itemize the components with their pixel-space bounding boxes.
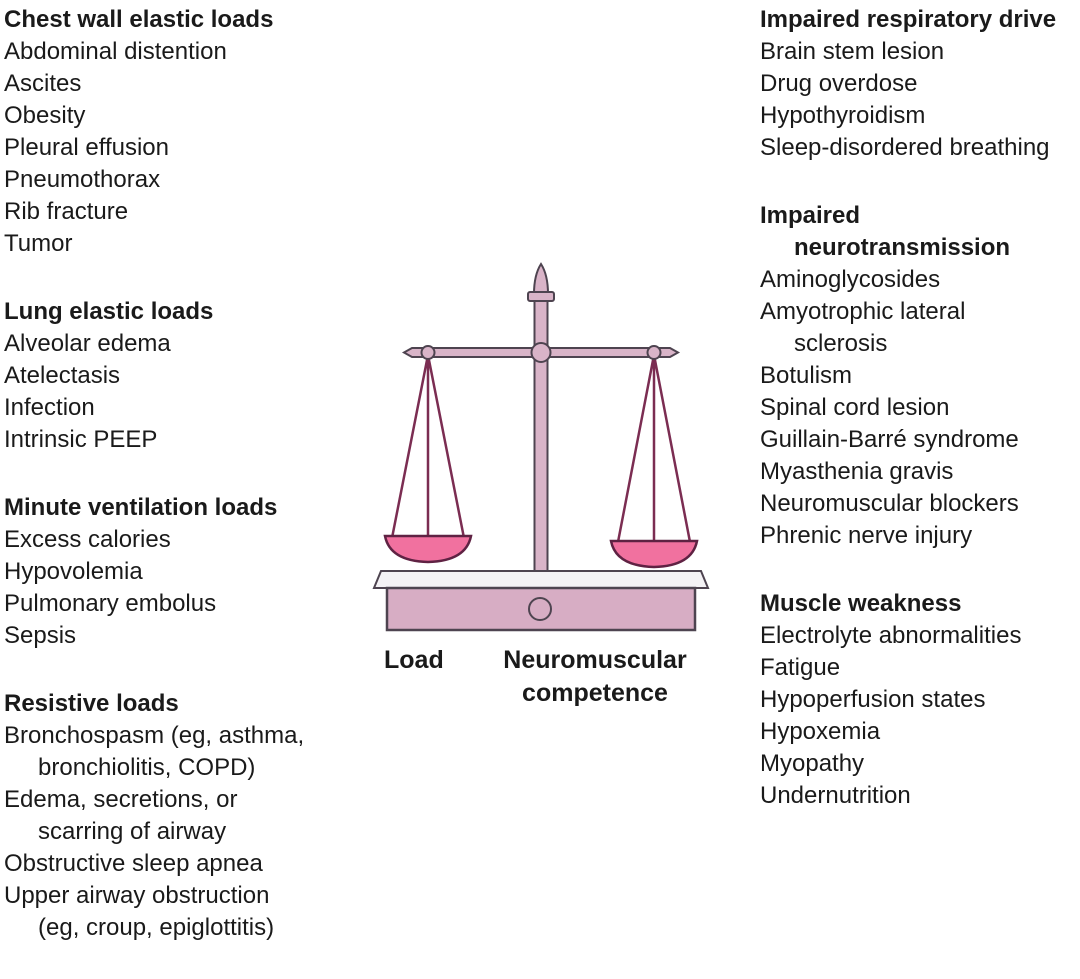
center-boss bbox=[530, 342, 552, 363]
list-item: Edema, secretions, or scarring of airway bbox=[4, 786, 238, 845]
section-heading: Muscle weakness bbox=[760, 590, 962, 617]
list-item: Hypoxemia bbox=[760, 718, 881, 745]
list-item: Hypothyroidism bbox=[760, 102, 926, 129]
list-item: Myopathy bbox=[760, 750, 865, 777]
section-heading: Minute ventilation loads bbox=[4, 494, 278, 521]
scale-collar bbox=[527, 291, 555, 302]
list-item: Rib fracture bbox=[4, 198, 129, 225]
list-item: Tumor bbox=[4, 230, 73, 257]
list-item: Spinal cord lesion bbox=[760, 394, 950, 421]
list-item: Pneumothorax bbox=[4, 166, 161, 193]
list-item: Alveolar edema bbox=[4, 330, 171, 357]
list-item: Brain stem lesion bbox=[760, 38, 945, 65]
list-item: Guillain-Barré syndrome bbox=[760, 426, 1019, 453]
list-item: Sepsis bbox=[4, 622, 77, 649]
list-item: Fatigue bbox=[760, 654, 841, 681]
right-pivot bbox=[646, 345, 662, 360]
left-pivot bbox=[420, 345, 436, 360]
list-item: Obstructive sleep apnea bbox=[4, 850, 263, 877]
neuromuscular-competence-label: Neuromuscular competence bbox=[503, 646, 687, 707]
list-item: Atelectasis bbox=[4, 362, 121, 389]
list-item: Hypoperfusion states bbox=[760, 686, 986, 713]
list-item: Ascites bbox=[4, 70, 82, 97]
list-item: Myasthenia gravis bbox=[760, 458, 954, 485]
scale-finial bbox=[532, 262, 550, 295]
list-item: Neuromuscular blockers bbox=[760, 490, 1019, 517]
list-item: Bronchospasm (eg, asthma, bronchiolitis,… bbox=[4, 722, 305, 781]
list-item: Excess calories bbox=[4, 526, 171, 553]
list-item: Hypovolemia bbox=[4, 558, 143, 585]
list-item: Pulmonary embolus bbox=[4, 590, 217, 617]
list-item: Upper airway obstruction (eg, croup, epi… bbox=[4, 882, 275, 941]
list-item: Undernutrition bbox=[760, 782, 911, 809]
list-item: Drug overdose bbox=[760, 70, 918, 97]
list-item: Obesity bbox=[4, 102, 86, 129]
list-item: Amyotrophic lateral sclerosis bbox=[760, 298, 966, 357]
pedestal-circle bbox=[528, 597, 552, 621]
load-label: Load bbox=[384, 646, 444, 674]
base-slab bbox=[372, 570, 710, 589]
scale-pole bbox=[533, 293, 549, 576]
balance-scale-icon bbox=[372, 262, 710, 632]
left-pan bbox=[383, 534, 473, 564]
right-pan bbox=[609, 539, 699, 569]
pan-strings bbox=[390, 354, 692, 543]
list-item: Electrolyte abnormalities bbox=[760, 622, 1022, 649]
list-item: Infection bbox=[4, 394, 95, 421]
section-heading: Resistive loads bbox=[4, 690, 179, 717]
list-item: Botulism bbox=[760, 362, 853, 389]
list-item: Aminoglycosides bbox=[760, 266, 941, 293]
base-pedestal bbox=[385, 586, 697, 632]
list-item: Intrinsic PEEP bbox=[4, 426, 158, 453]
section-heading: Impaired neurotransmission bbox=[760, 202, 1011, 261]
section-heading: Impaired respiratory drive bbox=[760, 6, 1057, 33]
list-item: Pleural effusion bbox=[4, 134, 169, 161]
section-heading: Lung elastic loads bbox=[4, 298, 214, 325]
section-heading: Chest wall elastic loads bbox=[4, 6, 274, 33]
list-item: Phrenic nerve injury bbox=[760, 522, 973, 549]
list-item: Abdominal distention bbox=[4, 38, 227, 65]
list-item: Sleep-disordered breathing bbox=[760, 134, 1050, 161]
